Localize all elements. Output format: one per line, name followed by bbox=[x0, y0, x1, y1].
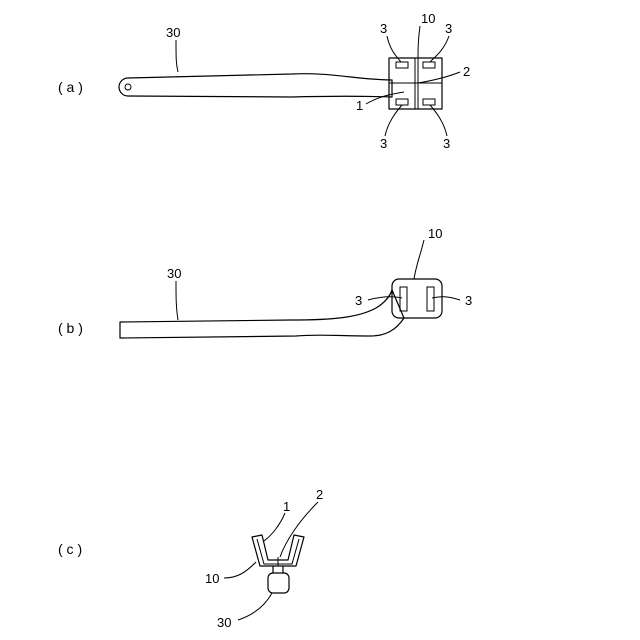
hook-3-left-side bbox=[400, 287, 407, 311]
leader-1-a bbox=[366, 92, 404, 104]
leader-3-b-left bbox=[368, 297, 402, 300]
hook-3-right-side bbox=[427, 287, 434, 311]
panel-a-label: ( a ) bbox=[58, 79, 83, 95]
ref-30-b: 30 bbox=[167, 266, 181, 281]
ref-3-b-left: 3 bbox=[355, 293, 362, 308]
ref-1-a: 1 bbox=[356, 98, 363, 113]
leader-1-c bbox=[264, 513, 285, 541]
handle-hole bbox=[125, 84, 131, 90]
ref-2-c: 2 bbox=[316, 487, 323, 502]
leader-30-b bbox=[176, 281, 178, 320]
panel-b: ( b ) 30 10 3 3 bbox=[58, 226, 472, 338]
leader-10-a bbox=[418, 26, 420, 62]
ref-10-a: 10 bbox=[421, 11, 435, 26]
ref-3-a-tr: 3 bbox=[445, 21, 452, 36]
ref-10-c: 10 bbox=[205, 571, 219, 586]
ref-3-a-br: 3 bbox=[443, 136, 450, 151]
leader-10-b bbox=[414, 240, 424, 279]
leader-3-br bbox=[430, 105, 447, 136]
panel-c-label: ( c ) bbox=[58, 541, 82, 557]
hook-3-top-right bbox=[423, 62, 435, 68]
handle-30-top-view bbox=[119, 74, 392, 97]
ref-30-a: 30 bbox=[166, 25, 180, 40]
panel-c: ( c ) 1 2 10 30 bbox=[58, 487, 323, 630]
hook-3-bottom-right bbox=[423, 99, 435, 105]
hook-3-bottom-left bbox=[396, 99, 408, 105]
leader-2-a bbox=[418, 72, 460, 83]
handle-30-end-view bbox=[268, 573, 289, 593]
leader-30-c bbox=[238, 593, 272, 620]
panel-a: ( a ) 30 3 10 3 2 1 3 3 bbox=[58, 11, 470, 151]
ref-1-c: 1 bbox=[283, 499, 290, 514]
leader-30-a bbox=[176, 40, 178, 72]
leader-10-c bbox=[224, 562, 256, 578]
ref-3-b-right: 3 bbox=[465, 293, 472, 308]
panel-b-label: ( b ) bbox=[58, 320, 83, 336]
ref-10-b: 10 bbox=[428, 226, 442, 241]
leader-3-bl bbox=[385, 105, 402, 136]
neck-end-view bbox=[273, 566, 283, 573]
ref-3-a-tl: 3 bbox=[380, 21, 387, 36]
leader-3-b-right bbox=[432, 297, 460, 300]
ref-2-a: 2 bbox=[463, 64, 470, 79]
hook-3-top-left bbox=[396, 62, 408, 68]
ref-3-a-bl: 3 bbox=[380, 136, 387, 151]
ref-30-c: 30 bbox=[217, 615, 231, 630]
